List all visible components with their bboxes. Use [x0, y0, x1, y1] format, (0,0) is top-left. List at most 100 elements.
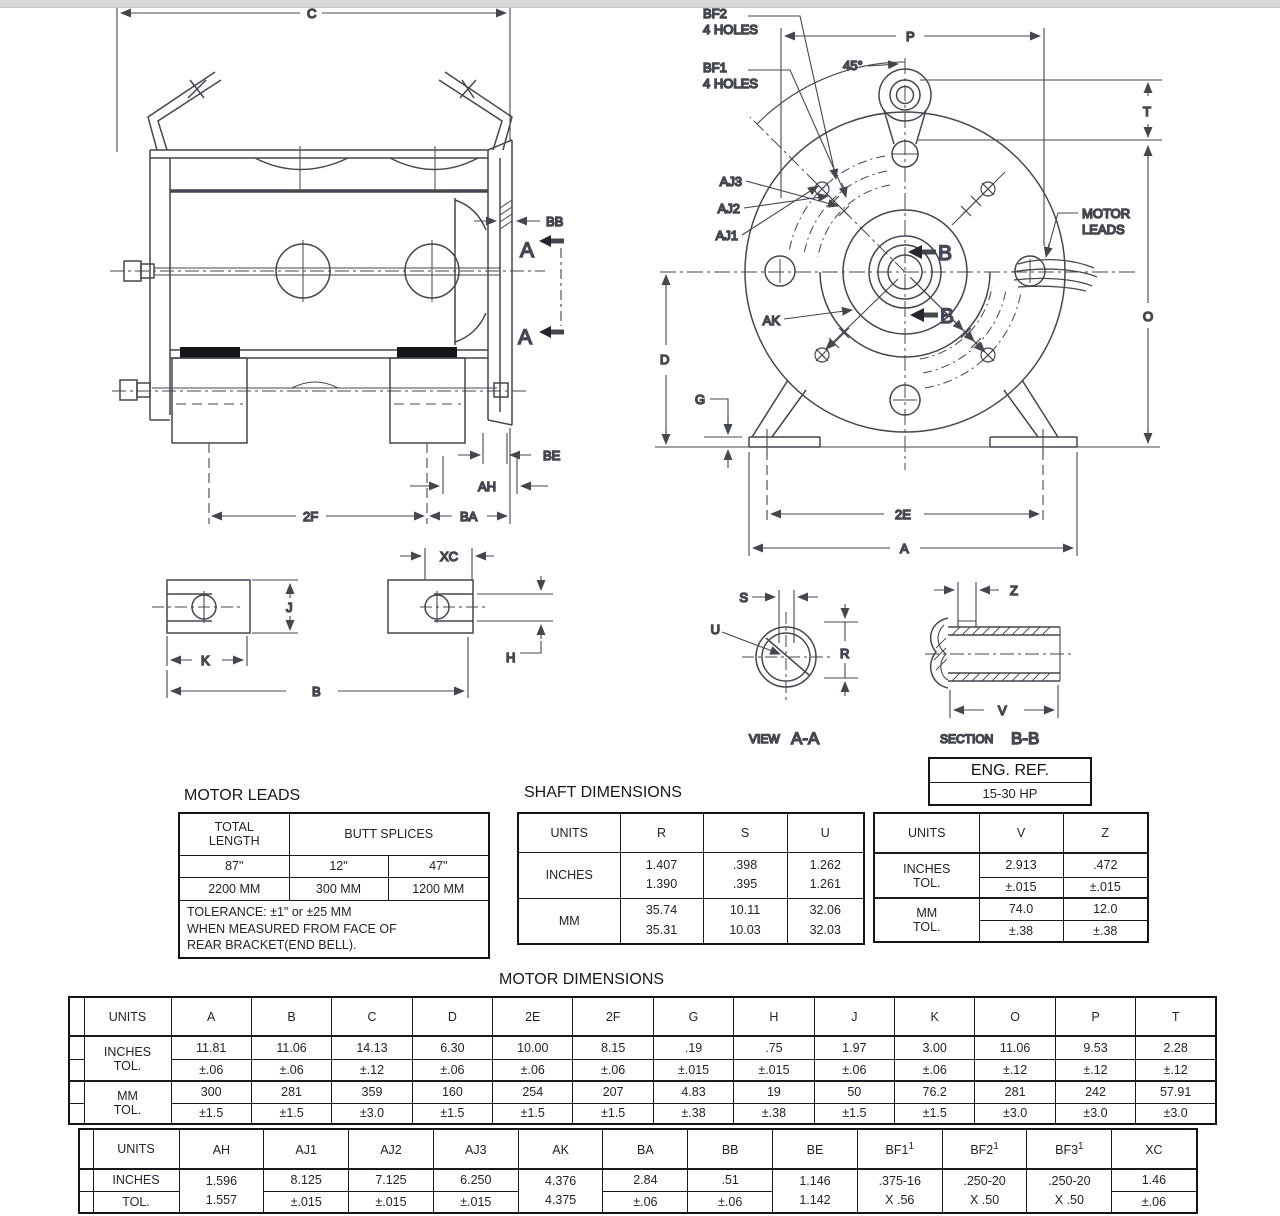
dim-t: T	[1143, 104, 1151, 119]
side-view: C	[110, 5, 564, 525]
cell: 8.125	[263, 1168, 350, 1192]
margin-strip	[68, 1102, 85, 1125]
cell: ±.06	[250, 1058, 333, 1082]
cell: ±.015	[348, 1190, 434, 1214]
label-bf2-holes: 4 HOLES	[703, 22, 758, 37]
header: Z	[1062, 812, 1149, 854]
dim-2f: 2F	[303, 509, 318, 524]
dim-j: J	[286, 600, 293, 615]
cell: 12.0	[1062, 897, 1149, 921]
cell: ±.06	[602, 1190, 689, 1214]
header: AK	[517, 1128, 604, 1170]
dim-p: P	[906, 29, 915, 44]
cell: .51	[687, 1168, 774, 1192]
label-leads: LEADS	[1082, 222, 1125, 237]
cell: ±1.5	[250, 1102, 333, 1125]
row-label: TOL.	[92, 1190, 180, 1214]
cell: ±.38	[978, 919, 1064, 943]
cell: ±.06	[411, 1058, 494, 1082]
cell: ±.12	[331, 1058, 413, 1082]
cell: 57.91	[1135, 1080, 1217, 1104]
header: BA	[602, 1128, 689, 1170]
cell: 19	[733, 1080, 815, 1104]
end-view: P 45° BF2 4 HOLES BF1 4 HOLES AJ3	[655, 5, 1162, 557]
dim-h: H	[506, 650, 515, 665]
row-label: MM	[517, 897, 621, 945]
cell: ±.015	[733, 1058, 815, 1082]
margin-strip	[68, 1080, 85, 1104]
header: O	[974, 996, 1056, 1037]
margin-strip	[68, 996, 85, 1037]
dim-z: Z	[1010, 583, 1018, 598]
cell: 160	[411, 1080, 494, 1104]
header: XC	[1111, 1128, 1198, 1170]
header: V	[978, 812, 1064, 854]
header: D	[411, 996, 494, 1037]
caption-view-aa: A-A	[791, 729, 820, 748]
section-a-top: A	[520, 239, 534, 262]
cell: 300 MM	[288, 876, 389, 901]
cell: 11.06	[250, 1035, 333, 1060]
margin-strip	[78, 1168, 94, 1192]
cell: 1200 MM	[387, 876, 490, 901]
cell: ±.06	[170, 1058, 252, 1082]
cell: 10.00	[492, 1035, 574, 1060]
header: AJ1	[263, 1128, 350, 1170]
header: AJ2	[348, 1128, 434, 1170]
label-aj1: AJ1	[716, 228, 738, 243]
cell: ±1.5	[170, 1102, 252, 1125]
label-motor: MOTOR	[1082, 206, 1130, 221]
cell: 1.97	[813, 1035, 896, 1060]
dim-k: K	[201, 653, 210, 668]
eng-ref-title: ENG. REF.	[930, 759, 1090, 783]
cell: 14.13	[331, 1035, 413, 1060]
dim-u: U	[711, 622, 720, 637]
eng-ref-box: ENG. REF. 15-30 HP	[928, 757, 1092, 806]
section-bb: Z	[925, 582, 1072, 749]
header: K	[894, 996, 976, 1037]
header: UNITS	[873, 812, 980, 854]
cell: ±.015	[978, 876, 1064, 899]
cell: ±.015	[263, 1190, 350, 1214]
margin-strip	[68, 1035, 85, 1060]
header: AH	[178, 1128, 265, 1170]
caption-section: SECTION	[940, 732, 993, 746]
header: UNITS	[92, 1128, 180, 1170]
header: G	[652, 996, 735, 1037]
view-aa: S U R VIEW A-A	[710, 589, 858, 749]
header: R	[619, 812, 704, 853]
header: U	[786, 812, 865, 853]
header: BF11	[856, 1128, 943, 1170]
cell: .398.395	[702, 851, 788, 899]
eng-ref-value: 15-30 HP	[982, 786, 1038, 801]
cell: ±.015	[652, 1058, 735, 1082]
section-a-bottom: A	[518, 326, 532, 349]
header: J	[813, 996, 896, 1037]
cell: 9.53	[1054, 1035, 1137, 1060]
dim-xc: XC	[440, 549, 458, 564]
label-aj3: AJ3	[720, 174, 742, 189]
cell: ±.12	[974, 1058, 1056, 1082]
dim-45: 45°	[843, 58, 863, 73]
cell: ±.12	[1135, 1058, 1217, 1082]
section-b-top: B	[938, 242, 952, 265]
cell: 300	[170, 1080, 252, 1104]
keyway-detail: J K B XC H	[152, 548, 553, 700]
header: C	[331, 996, 413, 1037]
label-bf1-holes: 4 HOLES	[703, 76, 758, 91]
cell: 2200 MM	[178, 876, 290, 901]
header: BB	[687, 1128, 774, 1170]
header: UNITS	[83, 996, 172, 1037]
cell: 76.2	[894, 1080, 976, 1104]
header: UNITS	[517, 812, 621, 853]
dim-d: D	[660, 352, 669, 367]
caption-section-bb: B-B	[1011, 729, 1039, 748]
